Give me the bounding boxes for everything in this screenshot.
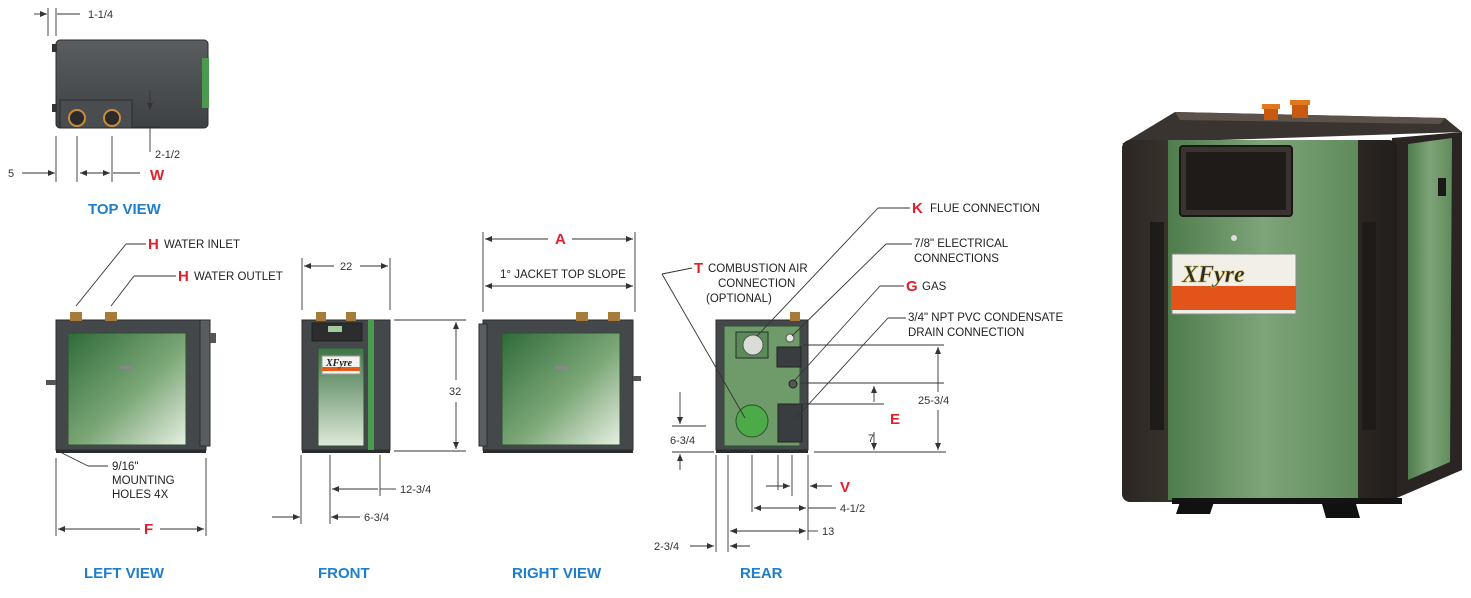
front-view-dimensions: 22 32 12-3/4 6-3/4	[272, 258, 466, 524]
product-logo: XFyre	[1181, 262, 1245, 288]
top-view-title: TOP VIEW	[88, 201, 162, 218]
right-view-drawing	[478, 312, 641, 453]
label-water-outlet: WATER OUTLET	[194, 271, 283, 283]
dim-32: 32	[449, 386, 461, 398]
key-a: A	[555, 231, 566, 248]
label-combustion-2: CONNECTION	[718, 278, 795, 290]
label-gas: GAS	[922, 281, 947, 293]
label-drain-2: DRAIN CONNECTION	[908, 327, 1024, 339]
key-h-outlet: H	[178, 268, 189, 285]
key-g: G	[906, 278, 918, 295]
top-view-drawing	[52, 39, 209, 129]
dim-2-3-4: 2-3/4	[654, 541, 679, 553]
key-h-inlet: H	[148, 236, 159, 253]
dim-7: 7	[868, 433, 874, 445]
left-view-drawing	[46, 312, 216, 453]
rear-view-title: REAR	[740, 565, 783, 582]
label-electrical-2: CONNECTIONS	[914, 253, 999, 265]
label-jacket-top-slope: 1° JACKET TOP SLOPE	[500, 269, 626, 281]
dim-22: 22	[340, 261, 352, 273]
dim-12-3-4: 12-3/4	[400, 484, 431, 496]
label-flue-connection: FLUE CONNECTION	[930, 203, 1040, 215]
key-k: K	[912, 200, 923, 217]
rear-view-callouts: T COMBUSTION AIR CONNECTION (OPTIONAL) K…	[661, 200, 1063, 419]
dim-25-3-4: 25-3/4	[918, 395, 949, 407]
right-view-title: RIGHT VIEW	[512, 565, 602, 582]
key-f: F	[144, 521, 153, 538]
dim-13: 13	[822, 526, 834, 538]
label-combustion-3: (OPTIONAL)	[706, 293, 772, 305]
key-v: V	[840, 479, 850, 496]
key-t: T	[694, 260, 703, 277]
label-mounting-3: HOLES 4X	[112, 489, 169, 501]
rear-view-drawing	[715, 312, 809, 453]
gas-port-icon	[788, 379, 798, 389]
key-e: E	[890, 411, 900, 428]
front-view-title: FRONT	[318, 565, 370, 582]
rear-view-dimensions: 6-3/4 E 7 25-3/4 V 4-1/2 13 2-3/4	[654, 344, 949, 553]
flue-port-icon	[742, 334, 764, 356]
right-view-dimensions: A 1° JACKET TOP SLOPE	[482, 231, 636, 312]
label-mounting-1: 9/16"	[112, 461, 138, 473]
key-w: W	[150, 167, 165, 184]
label-electrical-1: 7/8" ELECTRICAL	[914, 238, 1009, 250]
dim-6-3-4-front: 6-3/4	[364, 512, 389, 524]
label-water-inlet: WATER INLET	[164, 239, 240, 251]
left-view-callouts: H WATER INLET H WATER OUTLET 9/16" MOUNT…	[55, 236, 283, 538]
top-view-dimensions: 1-1/4 2-1/2 5 W	[8, 8, 180, 184]
dim-6-3-4-rear: 6-3/4	[670, 435, 695, 447]
boiler-product-image: XFyre	[1122, 100, 1462, 518]
front-logo: XFyre	[325, 358, 353, 369]
label-mounting-2: MOUNTING	[112, 475, 175, 487]
dim-1-1-4: 1-1/4	[88, 9, 113, 21]
inlet-pipe-icon	[68, 109, 86, 127]
label-drain-1: 3/4" NPT PVC CONDENSATE	[908, 312, 1063, 324]
outlet-pipe-icon	[103, 109, 121, 127]
dim-2-1-2: 2-1/2	[155, 149, 180, 161]
dim-5: 5	[8, 168, 14, 180]
dim-4-1-2: 4-1/2	[840, 503, 865, 515]
front-view-drawing: XFyre	[301, 312, 391, 453]
left-view-title: LEFT VIEW	[84, 565, 165, 582]
label-combustion-1: COMBUSTION AIR	[708, 263, 808, 275]
combustion-air-port-icon	[735, 404, 769, 438]
